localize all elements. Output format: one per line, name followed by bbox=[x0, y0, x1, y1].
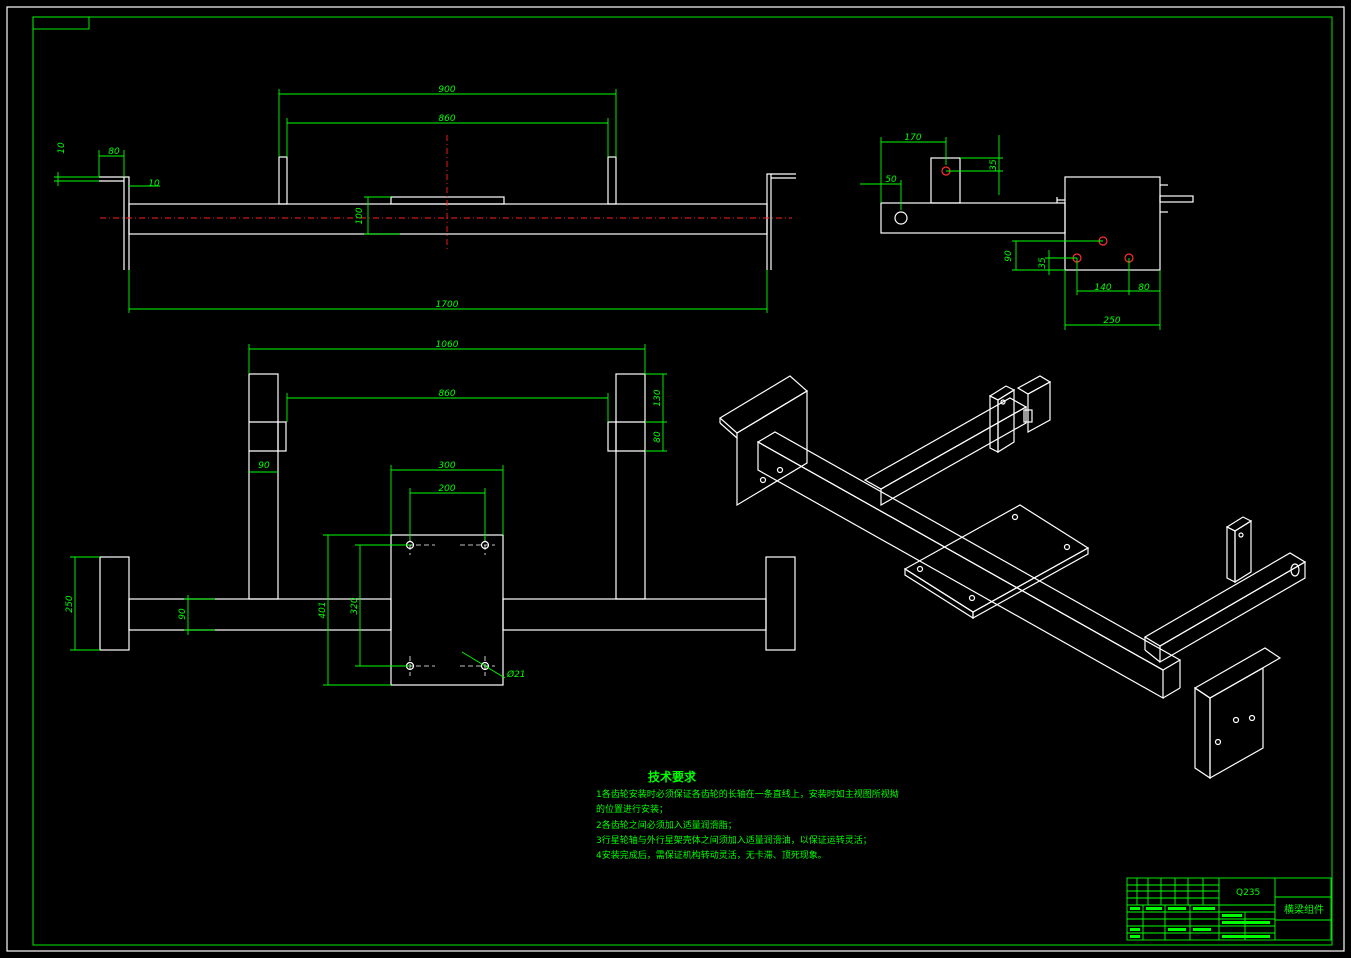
dim-top-90b: 90 bbox=[178, 608, 188, 620]
dim-top-130: 130 bbox=[653, 389, 663, 406]
side-view bbox=[860, 135, 1194, 330]
notes-line-1: 1各齿轮安装时必须保证各齿轮的长轴在一条直线上，安装时如主视图所视拗 bbox=[596, 788, 899, 800]
dim-front-900: 900 bbox=[438, 85, 455, 95]
dim-side-250: 250 bbox=[1103, 316, 1120, 326]
notes-title: 技术要求 bbox=[648, 769, 697, 784]
dim-front-10b: 10 bbox=[148, 179, 160, 189]
dim-top-1060: 1060 bbox=[436, 340, 459, 350]
dim-side-140: 140 bbox=[1094, 283, 1111, 293]
dim-side-35a: 35 bbox=[989, 159, 999, 171]
sheet-border bbox=[6, 6, 1345, 952]
dim-side-90: 90 bbox=[1004, 250, 1014, 262]
dim-front-1700: 1700 bbox=[436, 300, 459, 310]
dim-front-860: 860 bbox=[438, 114, 455, 124]
dim-side-80: 80 bbox=[1138, 283, 1150, 293]
dim-front-10a: 10 bbox=[57, 142, 67, 154]
dim-top-80: 80 bbox=[653, 431, 663, 443]
notes-line-2: 的位置进行安装； bbox=[596, 803, 668, 815]
title-block-part-name: 横梁组件 bbox=[1284, 903, 1324, 916]
title-block-material: Q235 bbox=[1236, 888, 1260, 898]
title-block-text-marks bbox=[1130, 907, 1270, 938]
isometric-view bbox=[718, 375, 1307, 780]
dim-front-80: 80 bbox=[108, 147, 120, 157]
dim-top-860: 860 bbox=[438, 389, 455, 399]
dim-top-90a: 90 bbox=[258, 461, 270, 471]
title-block bbox=[1126, 877, 1332, 941]
dim-top-300: 300 bbox=[438, 461, 455, 471]
dim-side-170: 170 bbox=[904, 133, 921, 143]
top-view bbox=[70, 344, 796, 686]
dim-front-100: 100 bbox=[355, 207, 365, 224]
dim-top-401: 401 bbox=[318, 601, 328, 618]
dim-top-320: 320 bbox=[350, 597, 360, 614]
dim-top-21: Ø21 bbox=[506, 669, 526, 680]
notes-line-3: 2各齿轮之间必须加入适量润滑脂； bbox=[596, 819, 737, 831]
dim-top-200: 200 bbox=[438, 484, 455, 494]
front-view bbox=[54, 89, 796, 313]
dim-top-250: 250 bbox=[65, 595, 75, 612]
notes-line-5: 4安装完成后，需保证机构转动灵活，无卡滞、顶死现象。 bbox=[596, 849, 827, 861]
dim-side-50: 50 bbox=[885, 175, 897, 185]
notes-line-4: 3行星轮轴与外行星架壳体之间须加入适量润滑油，以保证运转灵活； bbox=[596, 834, 872, 846]
dim-side-35b: 35 bbox=[1038, 257, 1048, 269]
